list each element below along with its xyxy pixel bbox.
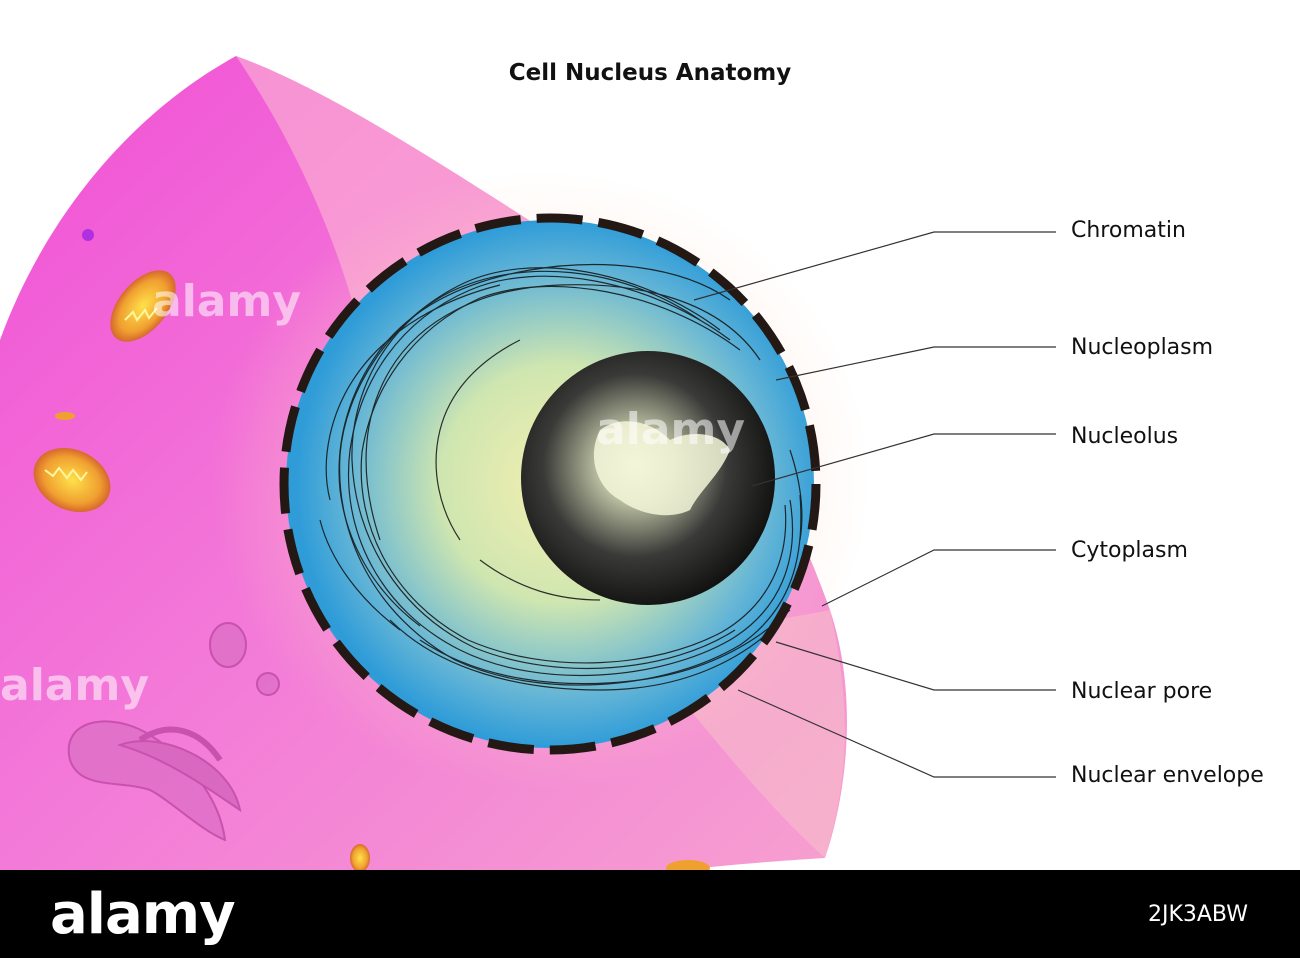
watermark-text: alamy [0, 660, 149, 711]
watermark-text: alamy [152, 276, 301, 327]
watermark-footer: alamy 2JK3ABW [0, 870, 1300, 958]
label-nucleoplasm: Nucleoplasm [1071, 335, 1214, 360]
golgi-apparatus [67, 622, 280, 842]
cell-nucleus-diagram [0, 56, 1056, 870]
label-nuclear-envelope: Nuclear envelope [1071, 763, 1264, 788]
leader-lines [693, 231, 1056, 778]
nuclear-envelope [279, 213, 821, 755]
chromatin-fibers [319, 264, 803, 691]
label-nuclear-pore: Nuclear pore [1071, 679, 1213, 704]
label-nucleolus: Nucleolus [1071, 424, 1179, 449]
label-chromatin: Chromatin [1071, 218, 1186, 243]
watermark-text: alamy [596, 404, 745, 455]
mitochondrion-bottom [350, 844, 370, 870]
diagram-title: Cell Nucleus Anatomy [508, 60, 792, 86]
nucleolus-highlight [593, 421, 730, 516]
brand-logo: alamy [50, 882, 236, 947]
mitochondrion [33, 447, 111, 513]
mitochondrion [110, 270, 176, 342]
mitochondrion-bottom-right [666, 860, 710, 870]
mitochondrion-small [55, 412, 75, 420]
stock-id: 2JK3ABW [1147, 902, 1248, 927]
vesicle-dot [82, 229, 94, 241]
label-cytoplasm: Cytoplasm [1071, 538, 1188, 563]
